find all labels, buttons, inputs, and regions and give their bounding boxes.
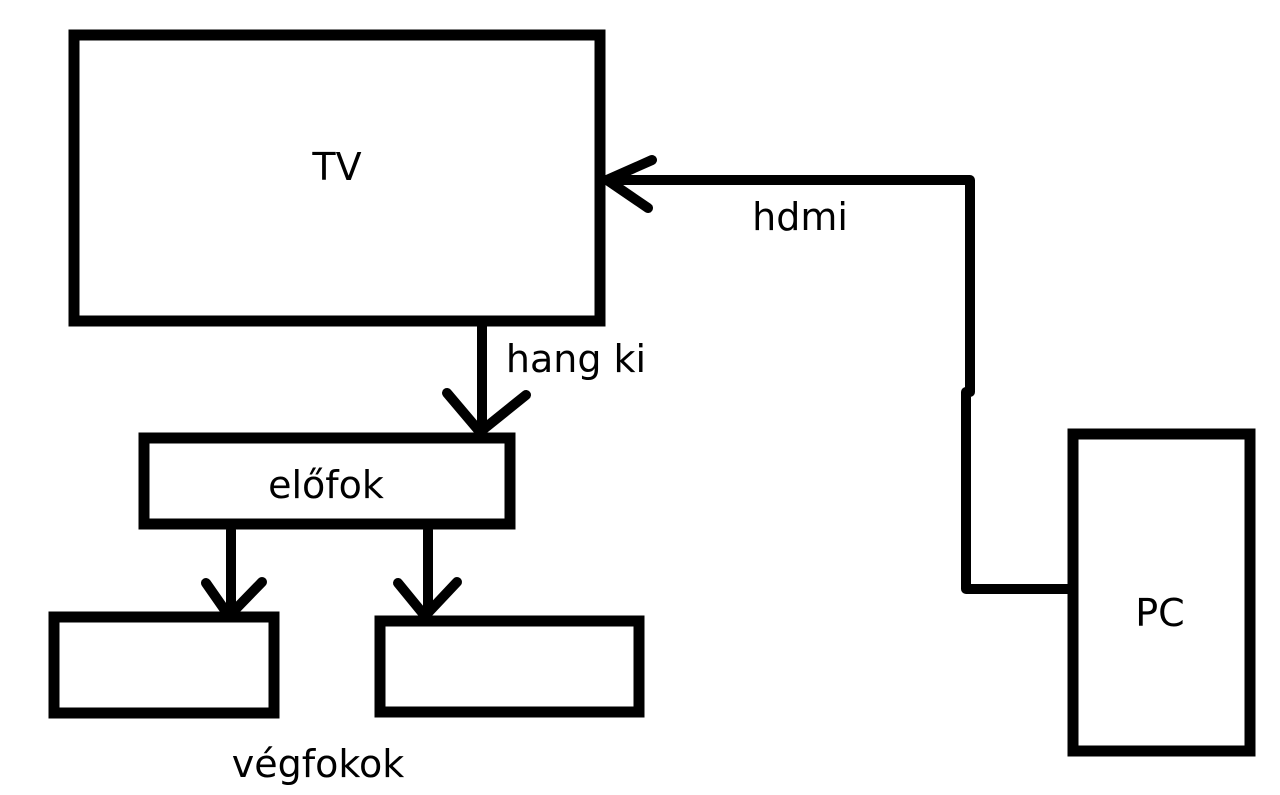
pc-node: PC xyxy=(1067,428,1256,757)
preamp-box xyxy=(138,432,516,530)
right-amp-connection xyxy=(393,525,462,621)
right-amp-box xyxy=(374,615,645,718)
pc-label: PC xyxy=(1135,591,1184,635)
hdmi-connection: hdmi xyxy=(599,155,1073,594)
left-amp-box xyxy=(48,611,280,719)
tv-label: TV xyxy=(311,145,361,189)
left-amp-connection xyxy=(201,525,267,621)
preamp-label: előfok xyxy=(268,463,384,507)
audio-out-connection: hang ki xyxy=(442,316,646,437)
audio-out-label: hang ki xyxy=(506,337,646,381)
hdmi-label: hdmi xyxy=(752,195,848,239)
hdmi-arrowhead xyxy=(602,155,657,213)
tv-node: TV xyxy=(68,29,606,327)
hdmi-wire xyxy=(599,175,1073,594)
pc-box xyxy=(1067,428,1256,757)
amps-label: végfokok xyxy=(232,742,405,786)
tv-box xyxy=(68,29,606,327)
preamp-node: előfok xyxy=(138,432,516,530)
amps-node: végfokok xyxy=(48,611,645,786)
audio-out-arrowhead xyxy=(442,388,531,437)
